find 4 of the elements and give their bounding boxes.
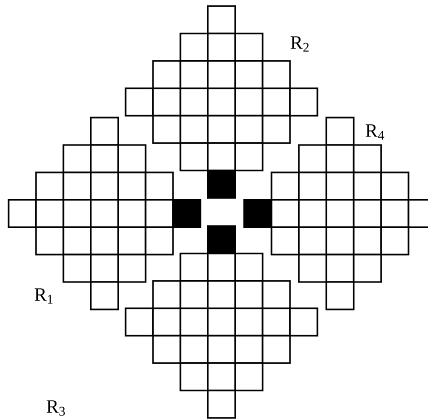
region-label: R$_{1}$ [34,288,53,304]
region-label: R$_{4}$ [366,124,384,140]
region-label: R$_{3}$ [46,400,65,416]
region-label: R$_{2}$ [290,36,309,52]
